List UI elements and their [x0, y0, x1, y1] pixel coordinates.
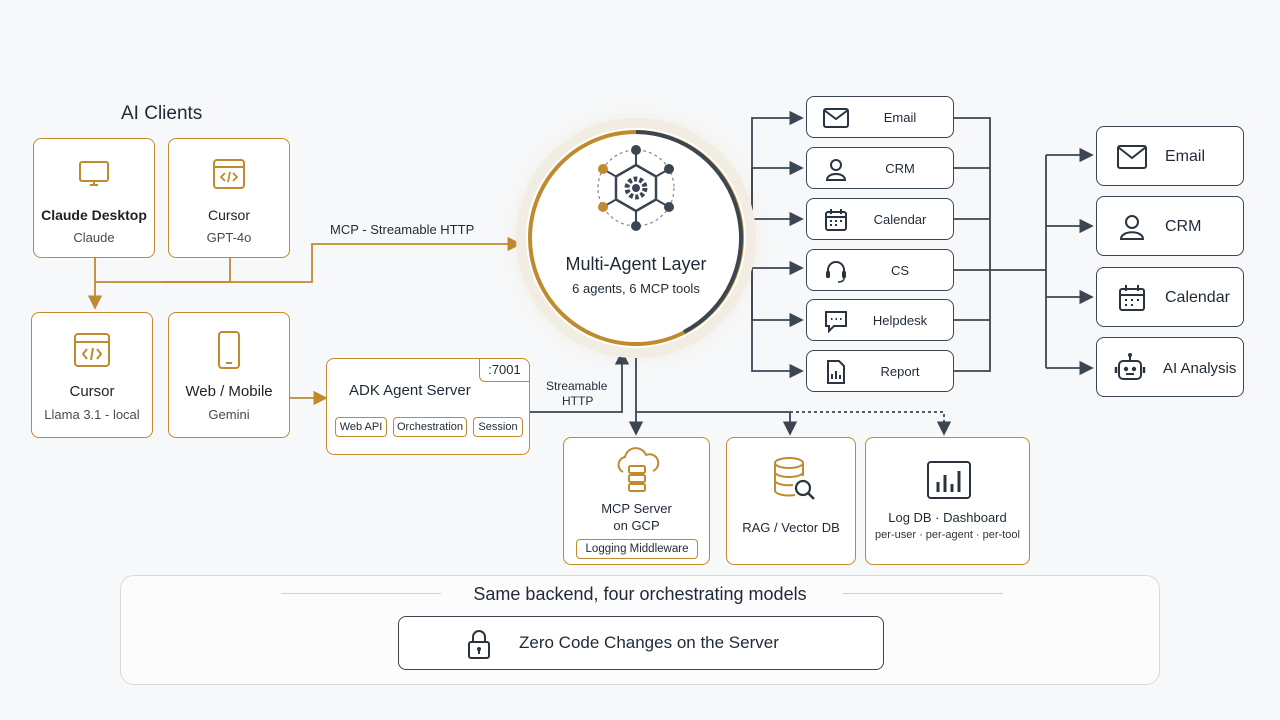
calendar-icon	[825, 209, 847, 231]
client-card-cursor-llama[interactable]: Cursor Llama 3.1 - local	[31, 312, 153, 438]
log-db-title: Log DB · Dashboard	[888, 510, 1007, 525]
agent-crm[interactable]: CRM	[806, 147, 954, 189]
agent-label: Report	[880, 364, 920, 379]
pill-orchestration: Orchestration	[393, 417, 467, 437]
agent-calendar[interactable]: Calendar	[806, 198, 954, 240]
divider-right	[843, 593, 1003, 594]
pill-session: Session	[473, 417, 523, 437]
user-icon	[825, 159, 847, 181]
log-db-subtitle: per-user · per-agent · per-tool	[875, 529, 1020, 541]
agent-label: Helpdesk	[872, 313, 928, 328]
tool-calendar[interactable]: Calendar	[1096, 267, 1244, 327]
user-icon	[1119, 215, 1145, 240]
core-subtitle: 6 agents, 6 MCP tools	[572, 281, 700, 296]
headset-icon	[826, 261, 846, 283]
mcp-connection-label: MCP - Streamable HTTP	[330, 222, 475, 237]
client-model: GPT-4o	[206, 230, 252, 245]
agent-helpdesk[interactable]: Helpdesk	[806, 299, 954, 341]
core-title: Multi-Agent Layer	[565, 254, 707, 274]
agent-email[interactable]: Email	[806, 96, 954, 138]
hexagon-network-gear-icon	[597, 145, 675, 231]
tool-label: AI Analysis	[1163, 360, 1237, 377]
padlock-icon	[468, 630, 490, 659]
client-name: Cursor	[69, 383, 115, 400]
mcp-server-label: MCP Server	[601, 501, 672, 516]
code-window-icon	[213, 159, 245, 189]
agent-label: Calendar	[873, 212, 927, 227]
multi-agent-layer[interactable]: Multi-Agent Layer 6 agents, 6 MCP tools	[526, 128, 746, 348]
agent-label: CRM	[885, 161, 915, 176]
zero-code-label: Zero Code Changes on the Server	[519, 633, 779, 652]
tool-label: Email	[1165, 148, 1206, 165]
calendar-icon	[1119, 285, 1145, 311]
footer-tagline: Same backend, four orchestrating models	[473, 584, 807, 604]
client-name: Cursor	[207, 207, 250, 223]
adk-title: ADK Agent Server	[349, 382, 471, 399]
bar-chart-icon	[927, 461, 971, 499]
pill-web-api: Web API	[335, 417, 387, 437]
envelope-icon	[1117, 145, 1147, 169]
client-card-claude-desktop[interactable]: Claude Desktop Claude	[33, 138, 155, 258]
streamable-label-2: HTTP	[562, 394, 594, 408]
tool-label: CRM	[1165, 218, 1202, 235]
report-doc-icon	[827, 360, 845, 384]
streamable-label-1: Streamable	[546, 379, 608, 393]
database-search-icon	[774, 457, 815, 500]
robot-icon	[1114, 353, 1146, 380]
mcp-server-gcp[interactable]: MCP Server on GCP Logging Middleware	[563, 437, 710, 565]
agent-label: Email	[883, 110, 917, 125]
chat-bubble-icon	[825, 311, 847, 334]
mcp-server-location: on GCP	[613, 518, 660, 533]
rag-label: RAG / Vector DB	[742, 520, 840, 535]
adk-agent-server[interactable]: ADK Agent Server :7001 Web API Orchestra…	[326, 358, 530, 455]
zero-code-changes-box[interactable]: Zero Code Changes on the Server	[398, 616, 884, 670]
cloud-server-icon	[617, 447, 660, 492]
client-card-cursor-gpt[interactable]: Cursor GPT-4o	[168, 138, 290, 258]
adk-port-badge: :7001	[479, 358, 529, 382]
monitor-icon	[79, 161, 109, 186]
tool-crm[interactable]: CRM	[1096, 196, 1244, 256]
client-name: Claude Desktop	[41, 207, 147, 223]
agent-cs[interactable]: CS	[806, 249, 954, 291]
ai-clients-heading: AI Clients	[121, 103, 203, 124]
footer-panel: Same backend, four orchestrating models …	[120, 575, 1160, 685]
phone-icon	[218, 331, 240, 369]
client-card-web-mobile[interactable]: Web / Mobile Gemini	[168, 312, 290, 438]
tool-label: Calendar	[1165, 289, 1230, 306]
log-db-dashboard[interactable]: Log DB · Dashboard per-user · per-agent …	[865, 437, 1030, 565]
client-model: Gemini	[208, 407, 250, 422]
multi-agent-ring	[528, 130, 744, 346]
agent-label: CS	[890, 263, 910, 278]
code-window-icon	[74, 333, 110, 367]
envelope-icon	[823, 108, 849, 128]
logging-middleware-pill: Logging Middleware	[576, 539, 698, 559]
rag-vector-db[interactable]: RAG / Vector DB	[726, 437, 856, 565]
client-model: Llama 3.1 - local	[44, 407, 140, 422]
tool-email[interactable]: Email	[1096, 126, 1244, 186]
divider-left	[281, 593, 441, 594]
agent-report[interactable]: Report	[806, 350, 954, 392]
client-model: Claude	[73, 230, 115, 245]
tool-ai-analysis[interactable]: AI Analysis	[1096, 337, 1244, 397]
client-name: Web / Mobile	[185, 383, 273, 400]
